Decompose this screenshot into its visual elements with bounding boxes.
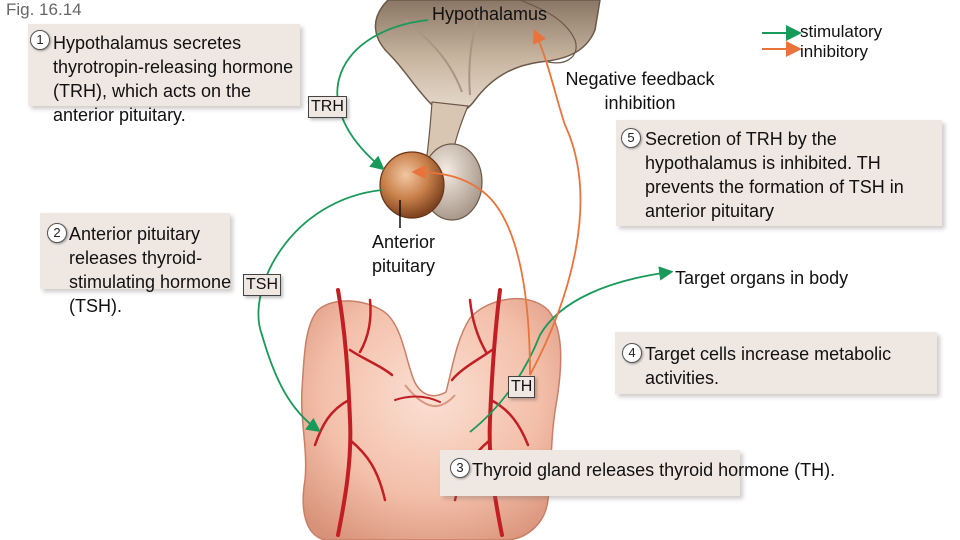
step-3-box <box>440 450 740 496</box>
anterior-pituitary-illustration <box>379 151 445 219</box>
step-2-text: Anterior pituitary releases thyroid-stim… <box>69 224 232 316</box>
step-5-box <box>616 120 942 226</box>
step-5-text: Secretion of TRH by the hypothalamus is … <box>645 129 904 221</box>
figure-number: Fig. 16.14 <box>6 0 82 19</box>
step-3-text: Thyroid gland releases thyroid hormone (… <box>472 460 836 480</box>
step-5-badge: 5 <box>621 128 641 148</box>
target-organs-label: Target organs in body <box>675 268 849 288</box>
thyroid-gland-illustration <box>300 297 562 540</box>
target-organs-arrow <box>469 266 674 433</box>
step-4-box <box>615 332 937 394</box>
step-2-badge: 2 <box>47 223 67 243</box>
step-1-box <box>28 24 300 106</box>
inhibitory-arrows <box>411 28 582 376</box>
hypothalamus-label: Hypothalamus <box>432 4 548 24</box>
th-tag: TH <box>508 376 536 398</box>
legend-stimulatory-label: stimulatory <box>800 22 883 41</box>
step-4-badge: 4 <box>622 343 642 363</box>
tsh-tag: TSH <box>243 274 281 296</box>
step-4-text: Target cells increase metabolic activiti… <box>645 344 892 388</box>
legend-inhibitory-label: inhibitory <box>800 42 869 61</box>
trh-tag: TRH <box>308 96 347 118</box>
step-1-text: Hypothalamus secretes thyrotropin-releas… <box>53 33 294 125</box>
legend: stimulatory inhibitory <box>800 22 882 62</box>
legend-arrows <box>762 25 802 57</box>
step-3-badge: 3 <box>450 458 470 478</box>
feedback-arrow-pituitary <box>411 164 531 376</box>
step-1-badge: 1 <box>30 30 50 50</box>
negative-feedback-label: Negative feedback inhibition <box>565 69 715 113</box>
trh-arrow <box>336 19 429 171</box>
stimulatory-arrows <box>257 19 674 433</box>
tsh-arrow <box>257 189 383 433</box>
feedback-arrow-hypothalamus <box>529 28 582 376</box>
step-2-box <box>40 213 230 289</box>
anterior-pituitary-label: Anterior pituitary <box>372 232 436 276</box>
thyroid-blood-vessels <box>313 288 530 537</box>
